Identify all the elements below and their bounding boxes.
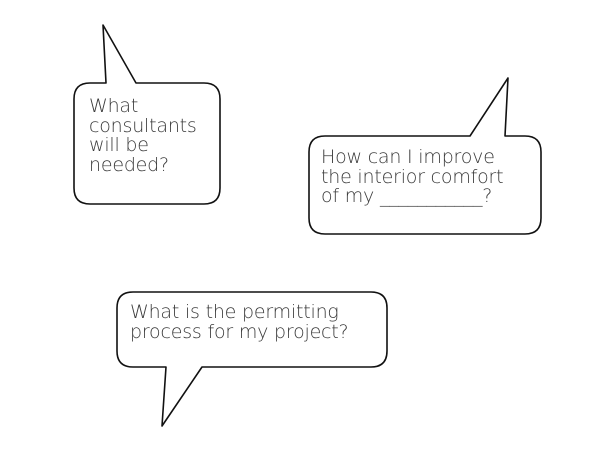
speech-bubble-consultants-text: What consultants will be needed? xyxy=(89,95,197,176)
speech-bubble-interior-comfort-text: How can I improve the interior comfort o… xyxy=(321,146,504,207)
speech-bubble-interior-comfort-shape xyxy=(308,77,542,235)
speech-bubble-permitting-text: What is the permitting process for my pr… xyxy=(130,301,349,343)
speech-bubble-permitting-shape xyxy=(116,291,388,427)
speech-bubble-consultants-shape xyxy=(73,24,221,205)
